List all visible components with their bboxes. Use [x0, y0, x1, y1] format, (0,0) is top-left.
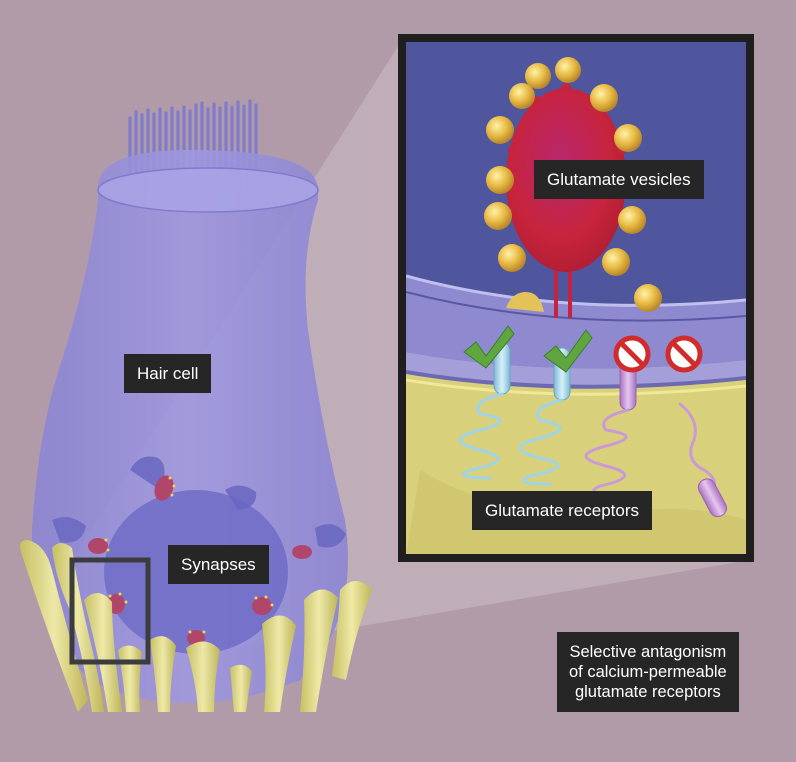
glutamate-receptor-1	[458, 341, 511, 480]
inset-frame	[398, 34, 754, 562]
synapses-label: Synapses	[168, 545, 269, 584]
hair-cell-label: Hair cell	[124, 354, 212, 393]
synaptic-ribbons	[88, 475, 312, 646]
magnified-synapse-inset	[398, 34, 754, 562]
antagonism-note-label: Selective antagonism of calcium-permeabl…	[557, 632, 739, 712]
check-icon	[543, 329, 593, 373]
hair-cell-apex	[98, 168, 318, 212]
synaptic-bulges	[52, 456, 346, 548]
check-icon	[463, 325, 515, 369]
hair-cell	[31, 99, 348, 703]
afferent-nerve-fibers	[20, 540, 372, 712]
calcium-permeable-receptor-2	[678, 402, 728, 518]
glutamate-receptors-label: Glutamate receptors	[472, 491, 653, 530]
block-icon	[665, 335, 703, 373]
block-icon	[613, 335, 651, 373]
zoom-region-marker	[69, 557, 151, 665]
glutamate-vesicles	[484, 57, 662, 312]
glutamate-vesicles-label: Glutamate vesicles	[534, 160, 704, 199]
